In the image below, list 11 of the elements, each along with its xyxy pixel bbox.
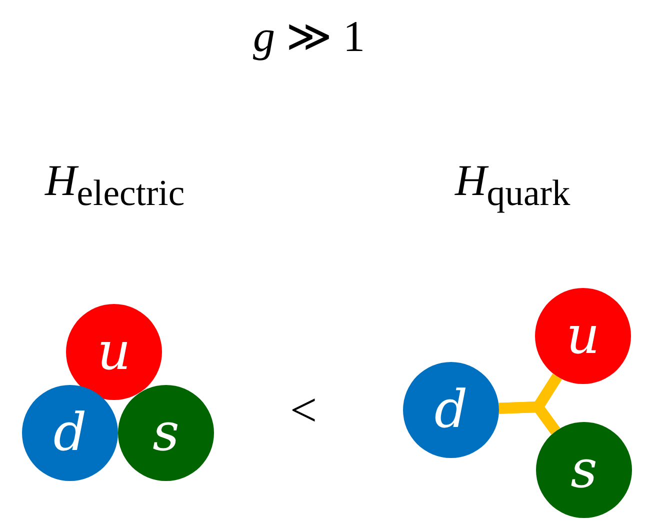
quark-letter: d: [434, 384, 468, 436]
quark-letter: u: [566, 310, 600, 362]
hamiltonian-label: H$_{quark}$: [455, 155, 570, 214]
quark-letter: s: [152, 407, 180, 459]
less-than-sign: <: [290, 383, 318, 438]
hamiltonian-label: H$_{electric}$: [45, 155, 185, 214]
title: g ≫ 1: [253, 11, 365, 62]
connector-line: [498, 402, 560, 434]
quark-letter: u: [97, 326, 131, 378]
quark-letter: s: [570, 444, 598, 496]
quark-letter: d: [53, 407, 87, 459]
